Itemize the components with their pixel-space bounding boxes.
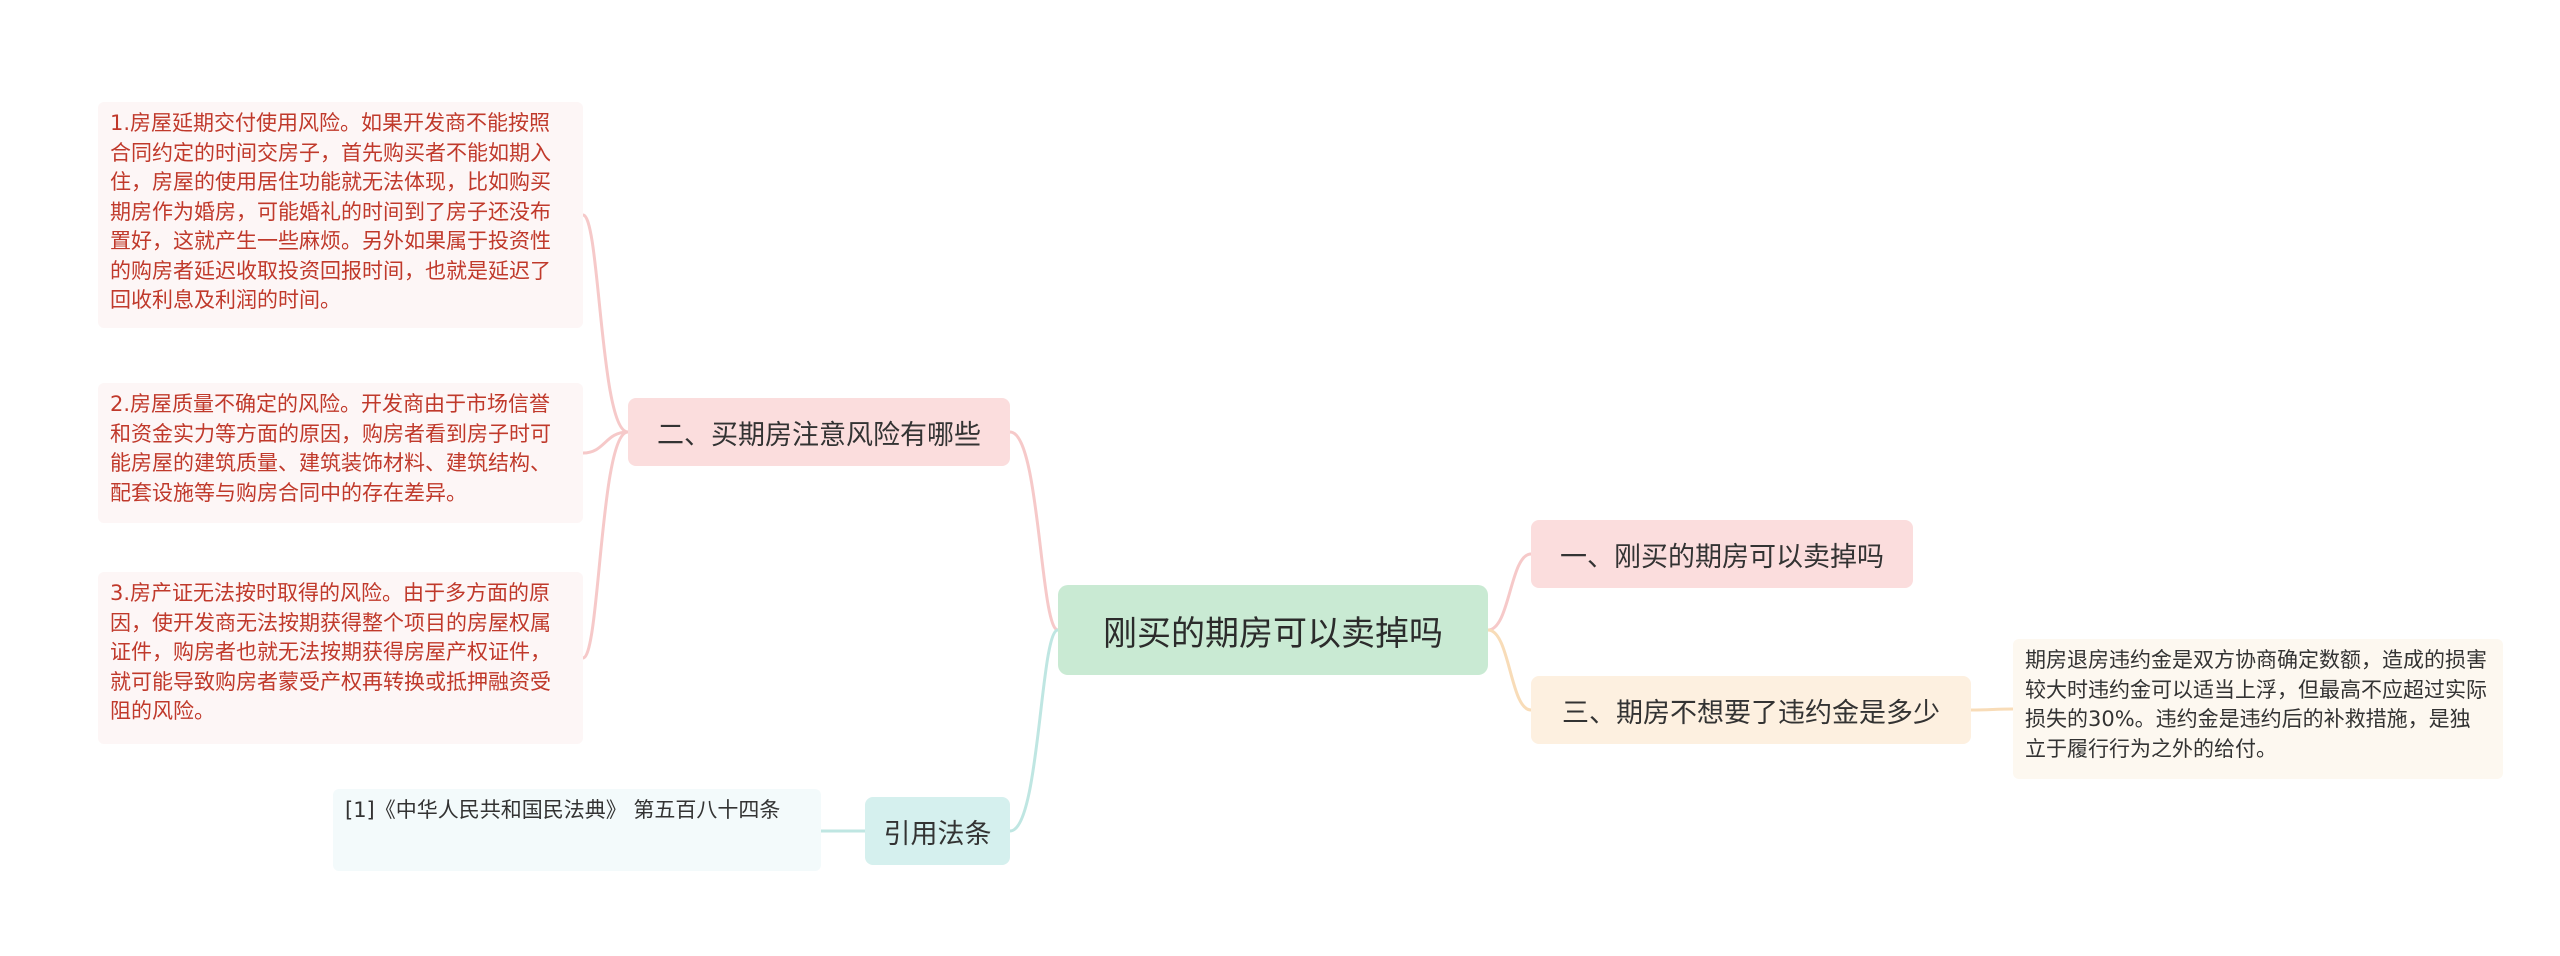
branch-purchase-risks[interactable]: 二、买期房注意风险有哪些 xyxy=(628,398,1010,466)
connector-root-to-law xyxy=(1009,628,1059,833)
risk-leaf-certificate-delay[interactable]: 3.房产证无法按时取得的风险。由于多方面的原因，使开发商无法按期获得整个项目的房… xyxy=(98,572,583,744)
branch-penalty-amount[interactable]: 三、期房不想要了违约金是多少 xyxy=(1531,676,1971,744)
penalty-explanation-leaf[interactable]: 期房退房违约金是双方协商确定数额，造成的损害较大时违约金可以适当上浮，但最高不应… xyxy=(2013,639,2503,779)
law-citation-leaf[interactable]: [1]《中华人民共和国民法典》 第五百八十四条 xyxy=(333,789,821,871)
risk-leaf-quality-uncertain[interactable]: 2.房屋质量不确定的风险。开发商由于市场信誉和资金实力等方面的原因，购房者看到房… xyxy=(98,383,583,523)
connector-root-to-risks xyxy=(1009,430,1059,632)
connector-risks-to-leaf-1 xyxy=(581,213,629,434)
connector-root-to-penalty xyxy=(1487,628,1532,712)
connector-risks-to-leaf-3 xyxy=(581,430,629,660)
connector-penalty-to-leaf xyxy=(1970,707,2014,712)
branch-can-resell[interactable]: 一、刚买的期房可以卖掉吗 xyxy=(1531,520,1913,588)
connector-risks-to-leaf-2 xyxy=(582,430,629,455)
root-topic[interactable]: 刚买的期房可以卖掉吗 xyxy=(1058,585,1488,675)
branch-cited-law[interactable]: 引用法条 xyxy=(865,797,1010,865)
risk-leaf-delayed-delivery[interactable]: 1.房屋延期交付使用风险。如果开发商不能按照合同约定的时间交房子，首先购买者不能… xyxy=(98,102,583,328)
connector-root-to-resell xyxy=(1487,552,1532,632)
